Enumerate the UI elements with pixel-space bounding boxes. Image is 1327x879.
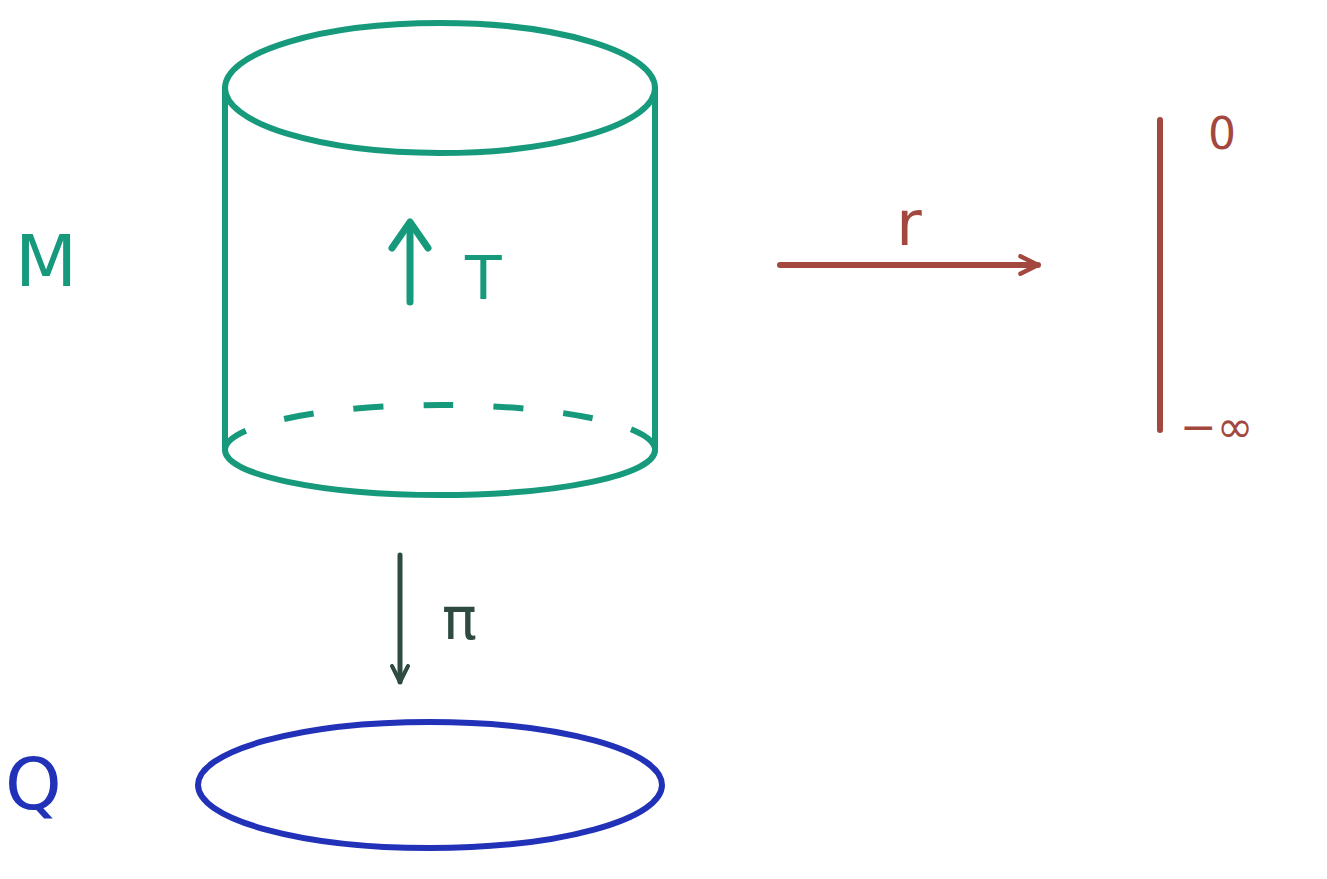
ellipse-shape: Q	[0, 710, 670, 860]
cylinder-shape: MT	[10, 10, 670, 505]
interval-shape: 0 −∞	[1130, 100, 1320, 470]
base-label: Q	[5, 748, 62, 820]
map-label: π	[442, 590, 477, 648]
cylinder-shape-outline	[10, 10, 670, 505]
endpoint-label: 0	[1208, 112, 1236, 156]
ellipse-shape-outline	[0, 710, 670, 860]
manifold-label: M	[15, 225, 77, 297]
map-label: r	[896, 193, 922, 255]
map-arrow	[398, 555, 403, 682]
map-arrow	[780, 262, 1038, 268]
vector-field-label: T	[465, 248, 502, 308]
endpoint-label: −∞	[1180, 405, 1254, 449]
